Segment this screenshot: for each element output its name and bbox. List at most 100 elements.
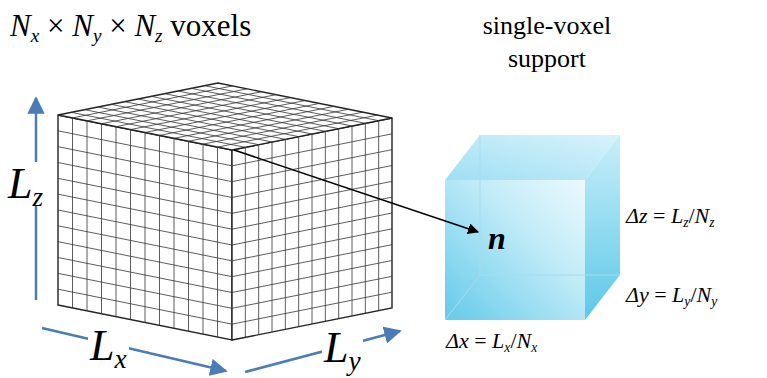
subscript: z bbox=[683, 215, 688, 230]
single-voxel-cube bbox=[445, 135, 620, 320]
math-symbol: N bbox=[695, 203, 710, 228]
grid-line bbox=[203, 144, 204, 334]
word: / bbox=[690, 282, 696, 307]
grid-line bbox=[87, 89, 247, 121]
word: support bbox=[508, 44, 586, 73]
grid-line bbox=[191, 88, 365, 123]
grid-line bbox=[151, 96, 325, 131]
subscript: y bbox=[93, 25, 102, 46]
word: × bbox=[47, 8, 64, 43]
word bbox=[64, 8, 72, 43]
math-symbol: L bbox=[8, 159, 32, 208]
grid-line bbox=[232, 181, 392, 213]
math-symbol: L bbox=[324, 323, 348, 372]
subscript: z bbox=[709, 215, 714, 230]
grid-line bbox=[232, 197, 392, 229]
math-symbol: N bbox=[517, 328, 532, 353]
voxel-grid-cube bbox=[58, 83, 392, 340]
subscript: x bbox=[504, 340, 510, 355]
grid-line bbox=[325, 131, 326, 321]
word bbox=[649, 282, 655, 307]
grid-line bbox=[205, 86, 379, 121]
subscript: x bbox=[31, 25, 40, 46]
subscript: y bbox=[711, 294, 717, 309]
voxel-hidden-edges bbox=[445, 135, 620, 320]
math-symbol: N bbox=[697, 282, 712, 307]
grid-line bbox=[232, 213, 392, 245]
word bbox=[647, 203, 653, 228]
grid-line bbox=[188, 141, 189, 331]
word: single-voxel bbox=[483, 11, 612, 40]
grid-right-face bbox=[232, 118, 392, 340]
word: / bbox=[510, 328, 516, 353]
word bbox=[487, 328, 493, 353]
grid-line bbox=[338, 129, 339, 319]
subscript: x bbox=[114, 344, 126, 374]
grid-lines bbox=[58, 86, 392, 338]
grid-size-label: Nx × Ny × Nz voxels bbox=[10, 10, 251, 41]
voxel-index-symbol: n bbox=[488, 222, 506, 254]
math-symbol: L bbox=[492, 328, 504, 353]
word: = bbox=[653, 203, 665, 228]
math-symbol: L bbox=[671, 203, 683, 228]
word bbox=[127, 8, 135, 43]
grid-line bbox=[174, 138, 175, 328]
grid-line bbox=[159, 135, 160, 325]
grid-line bbox=[58, 147, 232, 182]
word: / bbox=[688, 203, 694, 228]
grid-line bbox=[73, 86, 233, 118]
word bbox=[667, 282, 673, 307]
dimension-label: Ly bbox=[322, 326, 363, 370]
grid-line bbox=[378, 121, 379, 311]
subscript: y bbox=[348, 346, 360, 376]
grid-line bbox=[178, 91, 352, 126]
word bbox=[469, 328, 475, 353]
grid-line bbox=[131, 98, 291, 130]
grid-line bbox=[116, 95, 276, 127]
voxel-caption: single-voxel support bbox=[462, 10, 632, 75]
subscript: x bbox=[531, 340, 537, 355]
grid-line bbox=[352, 126, 353, 316]
leader-arrow bbox=[234, 150, 478, 232]
word: = bbox=[474, 328, 486, 353]
math-symbol: n bbox=[488, 220, 506, 256]
grid-line bbox=[138, 99, 312, 134]
word bbox=[163, 8, 171, 43]
grid-line bbox=[58, 131, 232, 166]
grid-line bbox=[58, 178, 232, 213]
math-symbol: Δx bbox=[446, 328, 469, 353]
subscript: z bbox=[155, 25, 162, 46]
dimension-label: Lx bbox=[88, 324, 129, 368]
subscript: y bbox=[684, 294, 690, 309]
subscript: z bbox=[32, 182, 43, 212]
voxel-right-face bbox=[585, 135, 620, 320]
grid-line bbox=[165, 94, 339, 129]
dimension-arrow-x bbox=[42, 328, 226, 371]
math-symbol: N bbox=[72, 8, 93, 43]
voxel-size-label: Δz = Lz/Nz bbox=[626, 205, 715, 227]
grid-line bbox=[365, 123, 366, 313]
word bbox=[101, 8, 109, 43]
math-symbol: L bbox=[672, 282, 684, 307]
grid-line bbox=[58, 194, 232, 229]
voxel-size-label: Δx = Lx/Nx bbox=[446, 330, 537, 352]
grid-line bbox=[58, 163, 232, 198]
grid-line bbox=[102, 92, 262, 124]
word: × bbox=[109, 8, 126, 43]
voxel-front-face bbox=[445, 180, 585, 320]
grid-line bbox=[217, 147, 218, 337]
dimension-label: Lz bbox=[6, 162, 45, 206]
word bbox=[665, 203, 671, 228]
math-symbol: Δz bbox=[626, 203, 647, 228]
math-symbol: N bbox=[10, 8, 31, 43]
grid-top-face bbox=[58, 83, 392, 150]
grid-left-face bbox=[58, 115, 232, 340]
word: voxels bbox=[170, 8, 251, 43]
voxel-size-label: Δy = Ly/Ny bbox=[626, 284, 717, 306]
math-symbol: N bbox=[134, 8, 155, 43]
grid-line bbox=[58, 210, 232, 245]
math-symbol: Δy bbox=[626, 282, 649, 307]
math-symbol: L bbox=[90, 321, 114, 370]
